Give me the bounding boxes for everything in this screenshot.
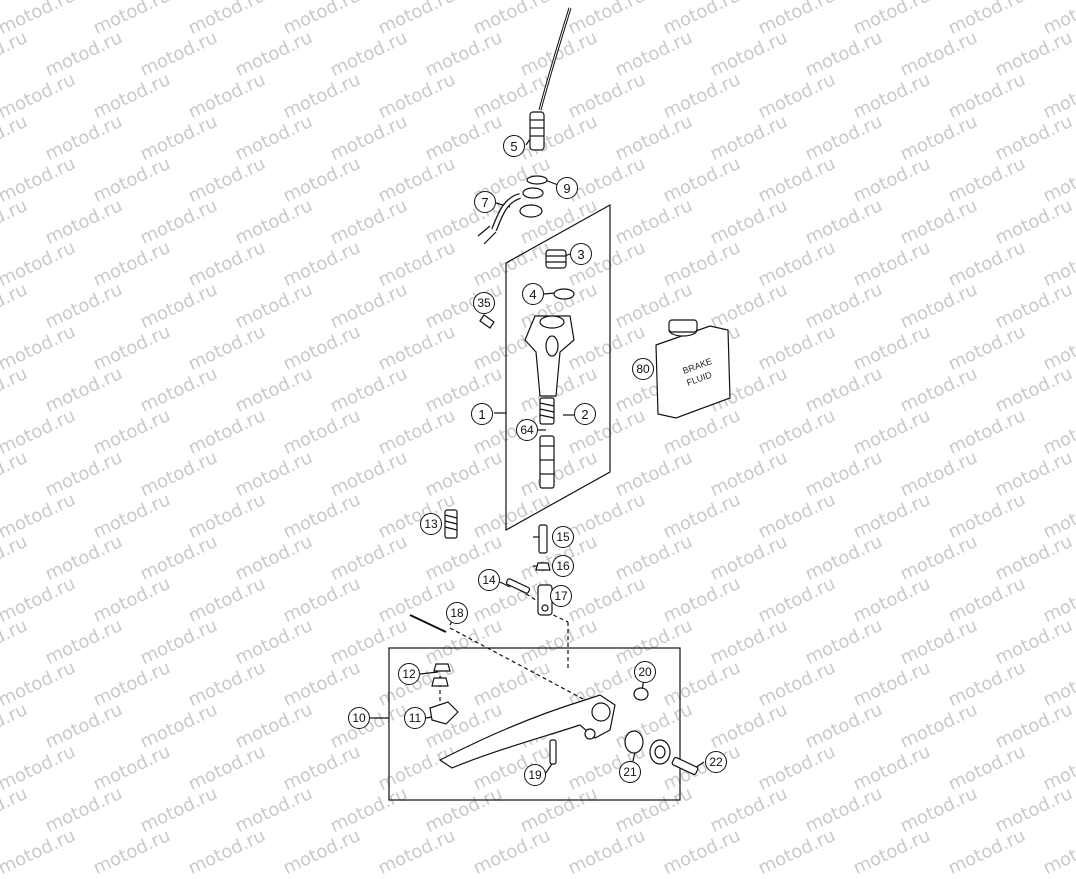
reservoir-cap-3	[545, 249, 567, 269]
callout-11: 11	[404, 707, 426, 729]
callout-5: 5	[503, 135, 525, 157]
bolt-22	[671, 756, 699, 776]
master-cylinder-group-frame	[505, 203, 611, 532]
bearing-21a	[624, 730, 644, 754]
watermark-text: motod.ru	[280, 825, 364, 879]
oring-4	[553, 288, 575, 300]
callout-15: 15	[552, 526, 574, 548]
washer-20	[633, 687, 649, 701]
watermark-text: motod.ru	[375, 825, 459, 879]
callout-7: 7	[474, 191, 496, 213]
watermark-text: motod.ru	[185, 825, 269, 879]
callout-4: 4	[522, 283, 544, 305]
callout-64: 64	[516, 419, 538, 441]
watermark-text: motod.ru	[1040, 825, 1076, 879]
bolt-18	[409, 614, 447, 633]
callout-22: 22	[705, 751, 727, 773]
callout-9: 9	[556, 177, 578, 199]
watermark-text: motod.ru	[470, 825, 554, 879]
callout-3: 3	[570, 243, 592, 265]
oring-9b	[522, 187, 544, 199]
lever-group-frame	[388, 647, 681, 801]
bleed-screw-35	[479, 314, 495, 329]
oring-9c	[519, 204, 543, 218]
watermark-text: motod.ru	[660, 825, 744, 879]
callout-1: 1	[471, 403, 493, 425]
hose-fitting-5	[529, 111, 545, 151]
master-cylinder-body-1	[524, 315, 575, 397]
brake-pedal-10	[438, 694, 616, 769]
pin-14	[505, 578, 531, 594]
exploded-view-drawing: BRAKE FLUID	[370, 7, 731, 801]
watermark-text: motod.ru	[945, 825, 1029, 879]
callout-10: 10	[348, 707, 370, 729]
callout-13: 13	[420, 513, 442, 535]
callout-12: 12	[398, 663, 420, 685]
bracket-11	[429, 701, 459, 725]
watermark-text: motod.ru	[565, 825, 649, 879]
callout-16: 16	[552, 555, 574, 577]
piston-64	[539, 435, 555, 489]
oring-9a	[526, 175, 548, 185]
callout-17: 17	[550, 585, 572, 607]
watermark-text: motod.ru	[755, 825, 839, 879]
callout-80: 80	[632, 358, 654, 380]
bolt-19	[549, 739, 557, 765]
callout-2: 2	[574, 403, 596, 425]
nut-16	[535, 562, 551, 571]
callout-35: 35	[473, 292, 495, 314]
callout-20: 20	[634, 661, 656, 683]
callout-19: 19	[524, 764, 546, 786]
brake-fluid-bottle-80	[655, 325, 731, 419]
pushrod-15	[538, 524, 548, 554]
callout-14: 14	[478, 569, 500, 591]
watermark-text: motod.ru	[0, 825, 79, 879]
watermark-text: motod.ru	[850, 825, 934, 879]
nut-12	[433, 663, 451, 672]
callout-18: 18	[446, 602, 468, 624]
watermark-text: motod.ru	[90, 825, 174, 879]
callout-21: 21	[619, 761, 641, 783]
